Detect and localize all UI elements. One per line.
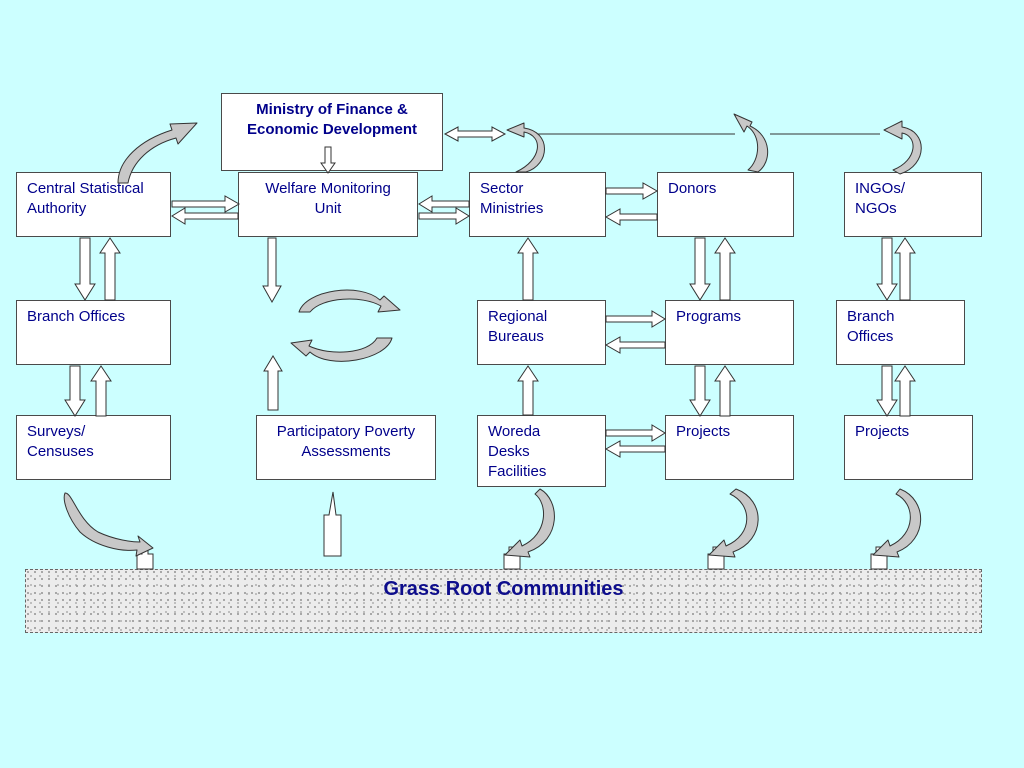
ingos-box: INGOs/ NGOs [844, 172, 982, 237]
donors-to-sector-arrow [604, 208, 658, 226]
ngo-branch-offices-label: Branch Offices [847, 308, 895, 345]
woreda-label: Woreda Desks Facilities [488, 423, 547, 480]
wmu-box: Welfare Monitoring Unit [238, 172, 418, 237]
ngo-projects-community-arrow [872, 488, 922, 558]
ppa-box: Participatory Poverty Assessments [256, 415, 436, 480]
ministry-label: Ministry of Finance & Economic Developme… [246, 101, 418, 138]
branch-to-surveys-arrow [64, 365, 86, 417]
projects-box: Projects [665, 415, 794, 480]
regional-bureaus-label: Regional Bureaus [488, 308, 548, 345]
ngo-branch-offices-box: Branch Offices [836, 300, 965, 365]
wmu-down-arrow [262, 237, 282, 304]
cycle-top-arrow [298, 289, 401, 313]
csa-box: Central Statistical Authority [16, 172, 171, 237]
surveys-box: Surveys/ Censuses [16, 415, 171, 480]
donors-box: Donors [657, 172, 794, 237]
grass-root-label: Grass Root Communities [383, 578, 624, 600]
csa-curved-arrow [117, 122, 198, 184]
ngo-projects-box: Projects [844, 415, 973, 480]
ingos-curved-arrow [883, 120, 922, 175]
wmu-to-sector-arrow [418, 207, 470, 225]
csa-label: Central Statistical Authority [27, 180, 144, 217]
wmu-to-csa-arrow [171, 207, 239, 225]
surveys-label: Surveys/ Censuses [27, 423, 94, 460]
sector-to-donors-arrow [605, 182, 659, 200]
ministry-box: Ministry of Finance & Economic Developme… [221, 93, 443, 171]
regional-bureaus-box: Regional Bureaus [477, 300, 606, 365]
projects-community-arrow [708, 488, 759, 558]
sector-to-wmu-arrow [418, 195, 470, 213]
ingos-to-branch-arrow [876, 237, 898, 301]
woreda-community-arrow [504, 488, 555, 558]
ministry-sector-arrow [443, 126, 507, 142]
surveys-community-arrow [63, 492, 154, 557]
ingos-label: INGOs/ NGOs [855, 180, 906, 217]
woreda-to-projects-arrow [605, 424, 666, 442]
branch-offices-label: Branch Offices [27, 308, 126, 325]
projects-to-programs-arrow [714, 365, 736, 417]
branch-to-csa-arrow [99, 237, 121, 301]
grass-root-band: Grass Root Communities [25, 569, 982, 633]
community-up-arrow [323, 491, 342, 557]
regional-to-sector-arrow [517, 237, 539, 301]
branch-to-ingos-arrow [894, 237, 916, 301]
projects-to-woreda-arrow [604, 440, 666, 458]
projects-label: Projects [676, 423, 731, 440]
programs-to-donors-arrow [714, 237, 736, 301]
sector-ministries-label: Sector Ministries [480, 180, 544, 217]
csa-to-wmu-arrow [171, 195, 241, 213]
ngo-projects-label: Projects [855, 423, 910, 440]
wmu-label: Welfare Monitoring Unit [265, 180, 391, 217]
ngo-projects-to-branch-arrow [894, 365, 916, 417]
csa-to-branch-arrow [74, 237, 96, 301]
donors-label: Donors [668, 180, 717, 197]
surveys-to-branch-arrow [90, 365, 112, 417]
programs-to-projects-arrow [689, 365, 711, 417]
ministry-to-wmu-arrow [320, 146, 336, 174]
sector-curved-arrow [506, 122, 545, 173]
cycle-bottom-arrow [290, 337, 393, 362]
regional-to-programs-arrow [605, 310, 666, 328]
woreda-box: Woreda Desks Facilities [477, 415, 606, 487]
programs-box: Programs [665, 300, 794, 365]
ppa-up-arrow [263, 355, 283, 411]
woreda-to-regional-arrow [517, 365, 539, 416]
ppa-label: Participatory Poverty Assessments [276, 423, 416, 460]
branch-offices-box: Branch Offices [16, 300, 171, 365]
programs-label: Programs [676, 308, 742, 325]
programs-to-regional-arrow [604, 336, 666, 354]
donors-to-programs-arrow [689, 237, 711, 301]
ngo-branch-to-projects-arrow [876, 365, 898, 417]
donors-curved-arrow [733, 113, 769, 173]
sector-ministries-box: Sector Ministries [469, 172, 606, 237]
